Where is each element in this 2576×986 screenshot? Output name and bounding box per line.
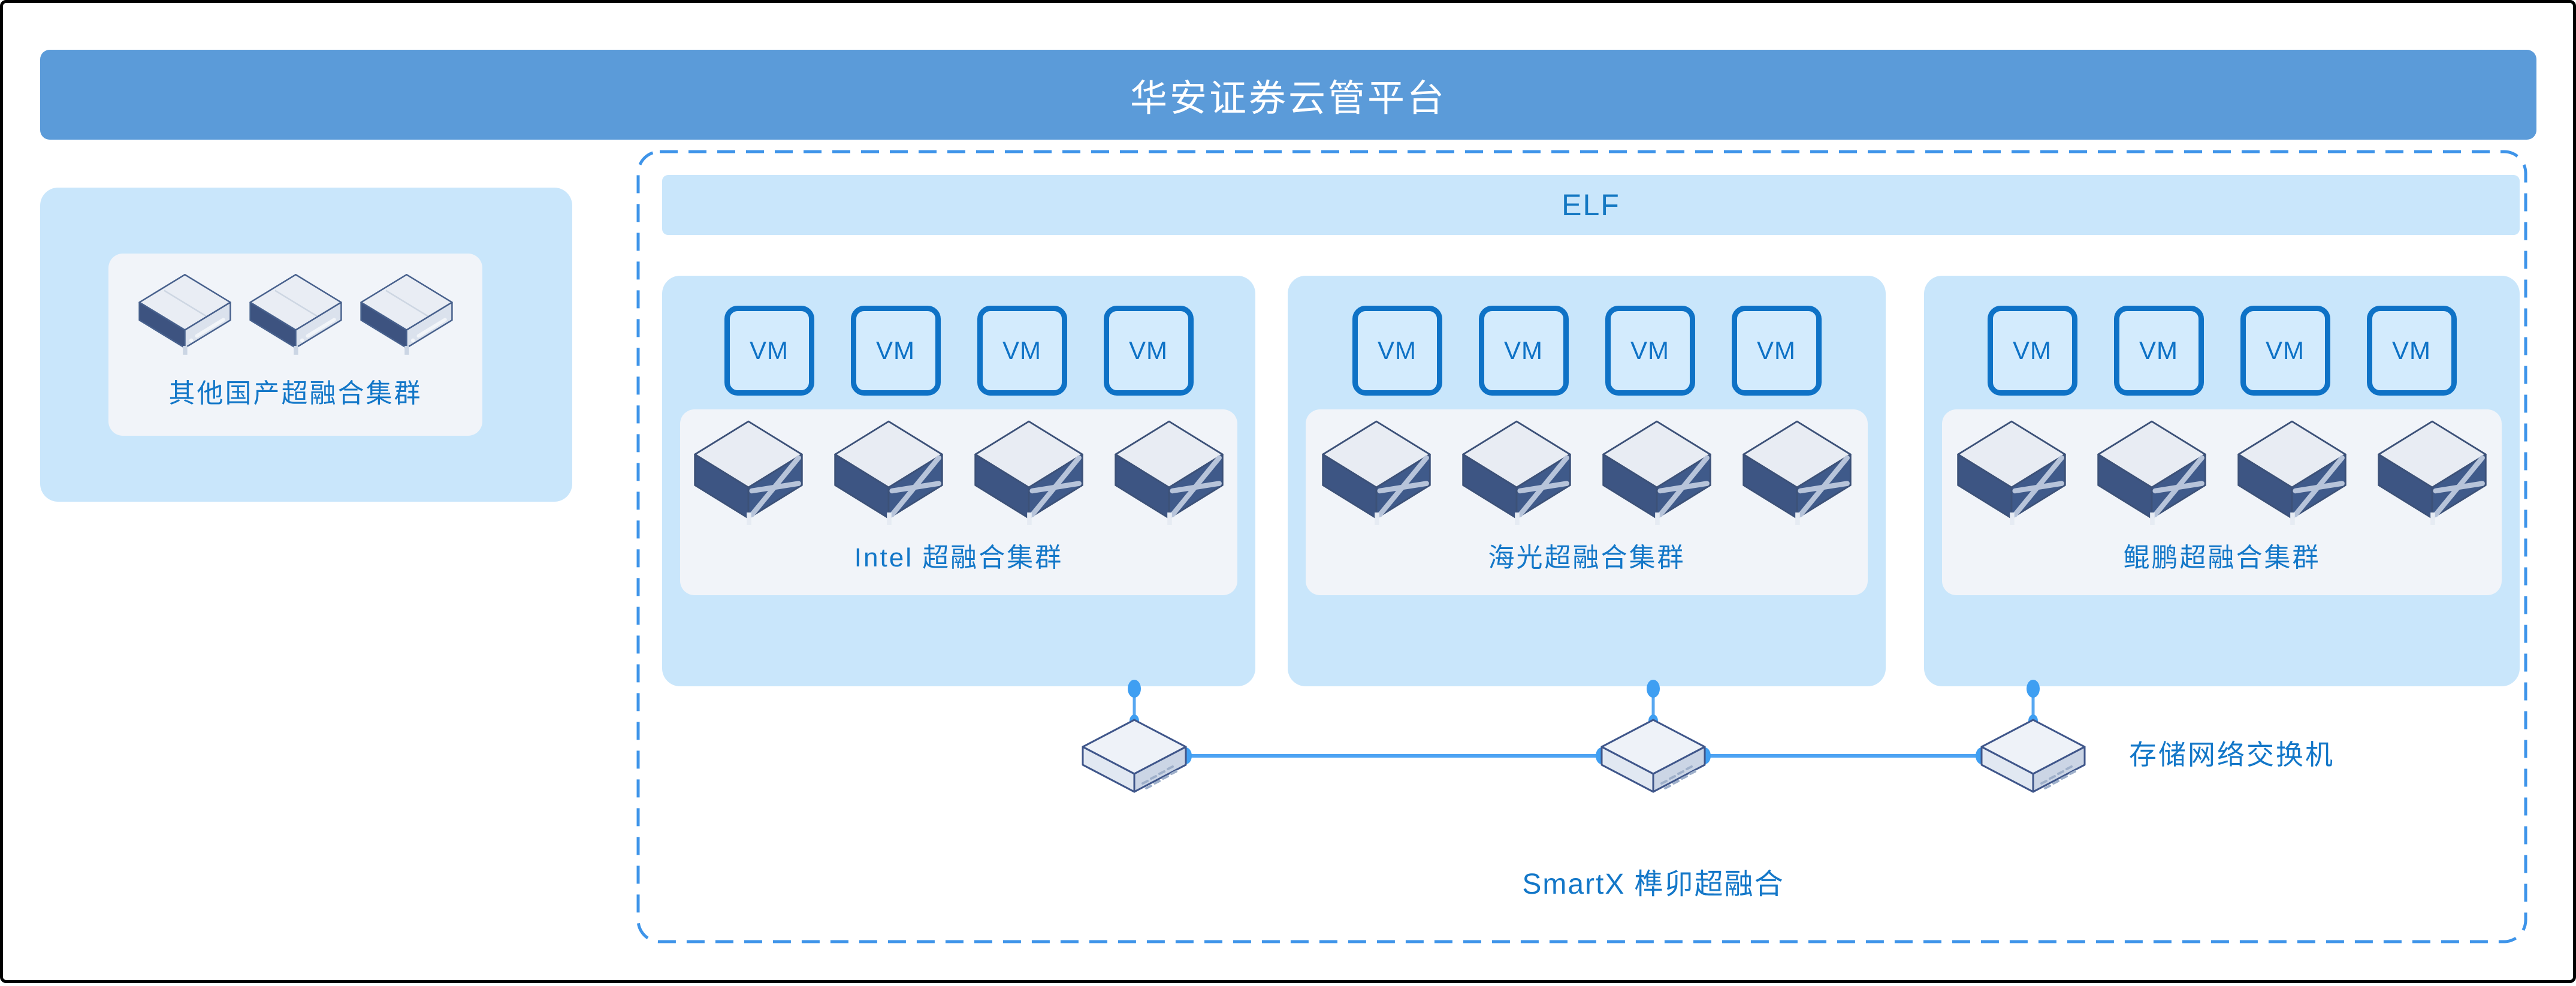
- elf-bar: ELF: [662, 175, 2520, 235]
- vm-label: VM: [876, 336, 915, 364]
- vm-label: VM: [1504, 336, 1543, 364]
- vm-label: VM: [2139, 336, 2178, 364]
- other-hci-inner-panel: 其他国产超融合集群: [108, 254, 482, 436]
- storage-switch-label: 存储网络交换机: [2129, 739, 2335, 770]
- storage-switch-icon: [1082, 719, 1187, 793]
- vm-label: VM: [2392, 336, 2431, 364]
- smartx-node-icon: [974, 420, 1083, 525]
- smartx-node-icon: [1602, 420, 1711, 525]
- vm-box: VM: [724, 306, 814, 396]
- vm-box: VM: [1478, 306, 1569, 396]
- vm-box: VM: [2366, 306, 2457, 396]
- cluster-label: Intel 超融合集群: [854, 543, 1064, 572]
- vm-box: VM: [1605, 306, 1695, 396]
- smartx-node-icon: [834, 420, 943, 525]
- server-icon: [138, 273, 231, 355]
- cluster-node-icons: [691, 419, 1226, 527]
- vm-label: VM: [1757, 336, 1796, 364]
- smartx-node-icon: [2237, 420, 2347, 525]
- smartx-node-icon: [1322, 420, 1431, 525]
- server-icon: [360, 273, 453, 355]
- cluster-node-panel: Intel 超融合集群: [680, 409, 1237, 595]
- cluster-node-icons: [1319, 419, 1854, 527]
- vm-label: VM: [1378, 336, 1417, 364]
- cluster-to-switch-links: [1133, 686, 2035, 722]
- storage-switch-icon: [1600, 719, 1706, 793]
- connection-dots: [1128, 680, 2040, 764]
- other-hci-cluster-label: 其他国产超融合集群: [168, 379, 422, 408]
- vm-row: VM VM VM VM: [1924, 306, 2520, 396]
- cluster-label: 海光超融合集群: [1488, 543, 1686, 572]
- cluster-box-intel: VM VM VM VM: [662, 276, 1255, 686]
- server-icon: [249, 273, 342, 355]
- vm-box: VM: [1352, 306, 1442, 396]
- vm-label: VM: [2266, 336, 2305, 364]
- vm-label: VM: [1630, 336, 1669, 364]
- cluster-node-panel: 鲲鹏超融合集群: [1942, 409, 2502, 595]
- storage-switch-icon: [1980, 719, 2086, 793]
- vm-box: VM: [977, 306, 1067, 396]
- platform-title-bar: 华安证券云管平台: [40, 50, 2536, 140]
- smartx-node-icon: [1115, 420, 1224, 525]
- vm-label: VM: [2013, 336, 2052, 364]
- vm-label: VM: [750, 336, 789, 364]
- elf-label: ELF: [1562, 188, 1620, 222]
- cluster-box-kunpeng: VM VM VM VM: [1924, 276, 2520, 686]
- cluster-box-hygon: VM VM VM VM: [1288, 276, 1886, 686]
- vm-row: VM VM VM VM: [1288, 306, 1886, 396]
- vm-box: VM: [1987, 306, 2077, 396]
- cluster-node-icons: [1955, 419, 2489, 527]
- vm-box: VM: [1731, 306, 1822, 396]
- smartx-node-icon: [694, 420, 803, 525]
- smartx-node-icon: [2097, 420, 2206, 525]
- cluster-label: 鲲鹏超融合集群: [2123, 543, 2321, 572]
- vm-box: VM: [850, 306, 941, 396]
- vm-label: VM: [1002, 336, 1041, 364]
- smartx-node-icon: [2378, 420, 2487, 525]
- other-hci-server-icons: [135, 272, 456, 361]
- other-hci-cluster-box: 其他国产超融合集群: [40, 188, 572, 502]
- vm-row: VM VM VM VM: [662, 306, 1255, 396]
- smartx-node-icon: [1462, 420, 1571, 525]
- platform-title: 华安证券云管平台: [1130, 78, 1446, 119]
- vm-box: VM: [2240, 306, 2330, 396]
- cluster-node-panel: 海光超融合集群: [1306, 409, 1868, 595]
- vm-box: VM: [1103, 306, 1194, 396]
- vm-box: VM: [2113, 306, 2204, 396]
- vm-label: VM: [1129, 336, 1168, 364]
- smartx-container-label: SmartX 榫卯超融合: [1522, 869, 1784, 900]
- smartx-node-icon: [1743, 420, 1852, 525]
- smartx-node-icon: [1957, 420, 2066, 525]
